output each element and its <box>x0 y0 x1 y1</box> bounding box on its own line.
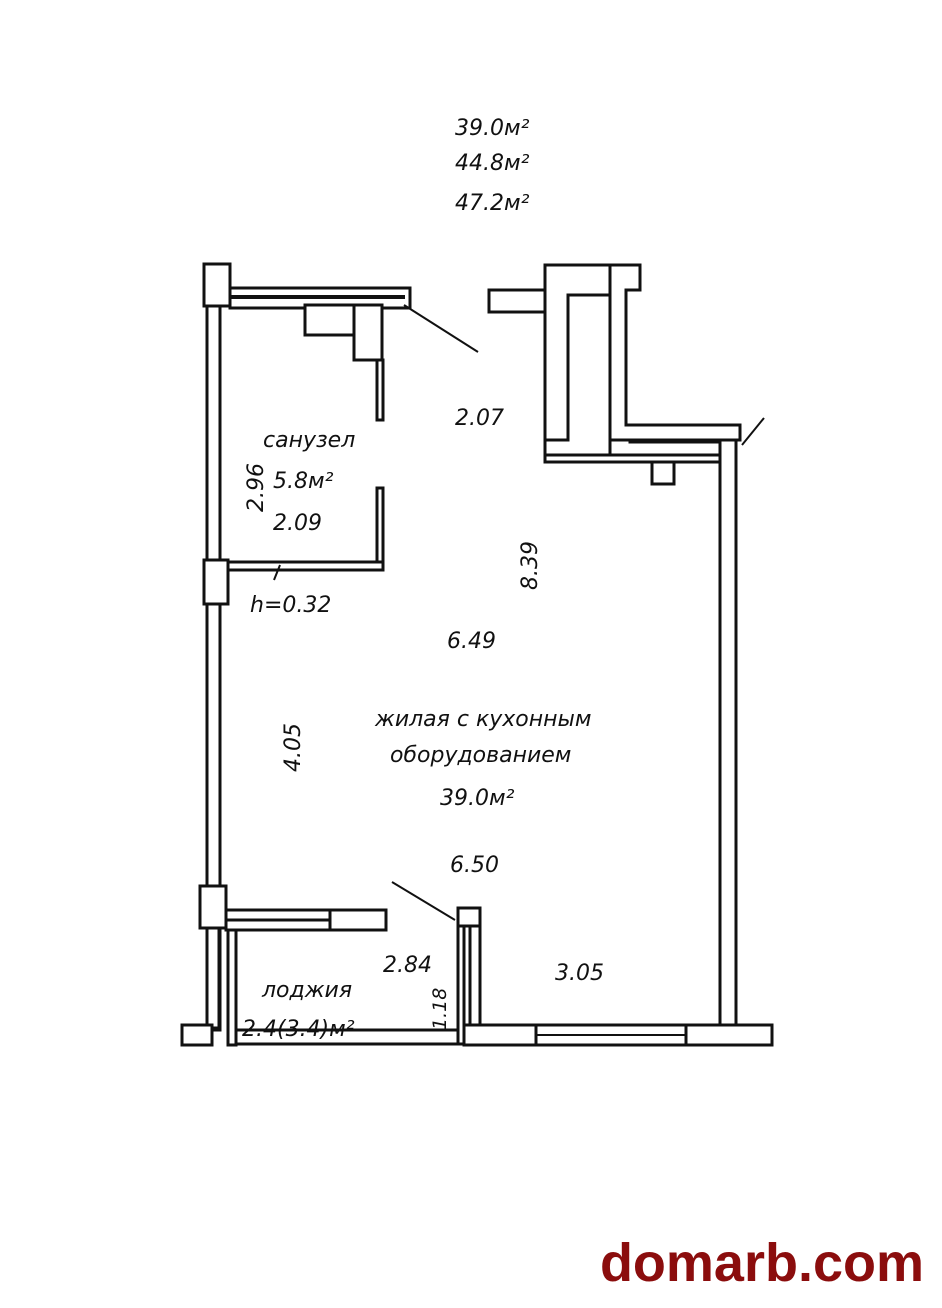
vent <box>650 460 676 486</box>
dimension-2-07: 2.07 <box>455 406 504 431</box>
wall-column <box>456 906 482 928</box>
living-room-label-2: оборудованием <box>390 743 571 768</box>
door-swing <box>391 881 456 921</box>
sink <box>303 303 357 337</box>
right-wall <box>718 438 738 1027</box>
bathroom-bottom-wall <box>226 560 385 572</box>
dimension-4-05: 4.05 <box>281 723 306 772</box>
bottom-wall <box>180 1023 214 1047</box>
dimension-6-49: 6.49 <box>447 629 496 654</box>
total-area-summary: 44.8м² <box>455 151 530 176</box>
loggia-depth: 1.18 <box>429 988 451 1030</box>
bathroom-length: 2.96 <box>244 463 269 512</box>
wall-column <box>202 262 232 308</box>
bathroom-area: 5.8м² <box>273 469 334 494</box>
watermark: domarb.com <box>599 1233 924 1293</box>
door-swing <box>403 304 479 353</box>
core-wall <box>608 263 742 442</box>
sill-height: h=0.32 <box>250 593 331 618</box>
bathroom-width: 2.09 <box>273 511 322 536</box>
total-with-loggia-summary: 47.2м² <box>455 191 530 216</box>
living-room-label-1: жилая с кухонным <box>374 707 592 732</box>
wall-stub <box>487 288 549 314</box>
living-room-area: 39.0м² <box>440 786 515 811</box>
living-area-summary: 39.0м² <box>455 116 530 141</box>
loggia-label: лоджия <box>261 978 352 1003</box>
wall-column <box>202 558 230 606</box>
bathroom-partition <box>375 486 385 572</box>
bathroom-partition <box>375 358 385 422</box>
loggia-width: 2.84 <box>383 953 432 978</box>
loggia-glazing <box>234 1028 460 1046</box>
bathroom-label: санузел <box>263 428 355 453</box>
toilet <box>352 303 384 362</box>
dimension-6-50: 6.50 <box>450 853 499 878</box>
wall-column <box>198 884 228 930</box>
dimension-8-39: 8.39 <box>518 541 543 590</box>
window <box>328 908 388 932</box>
dimension-3-05: 3.05 <box>555 961 604 986</box>
loggia-area: 2.4(3.4)м² <box>242 1017 355 1042</box>
